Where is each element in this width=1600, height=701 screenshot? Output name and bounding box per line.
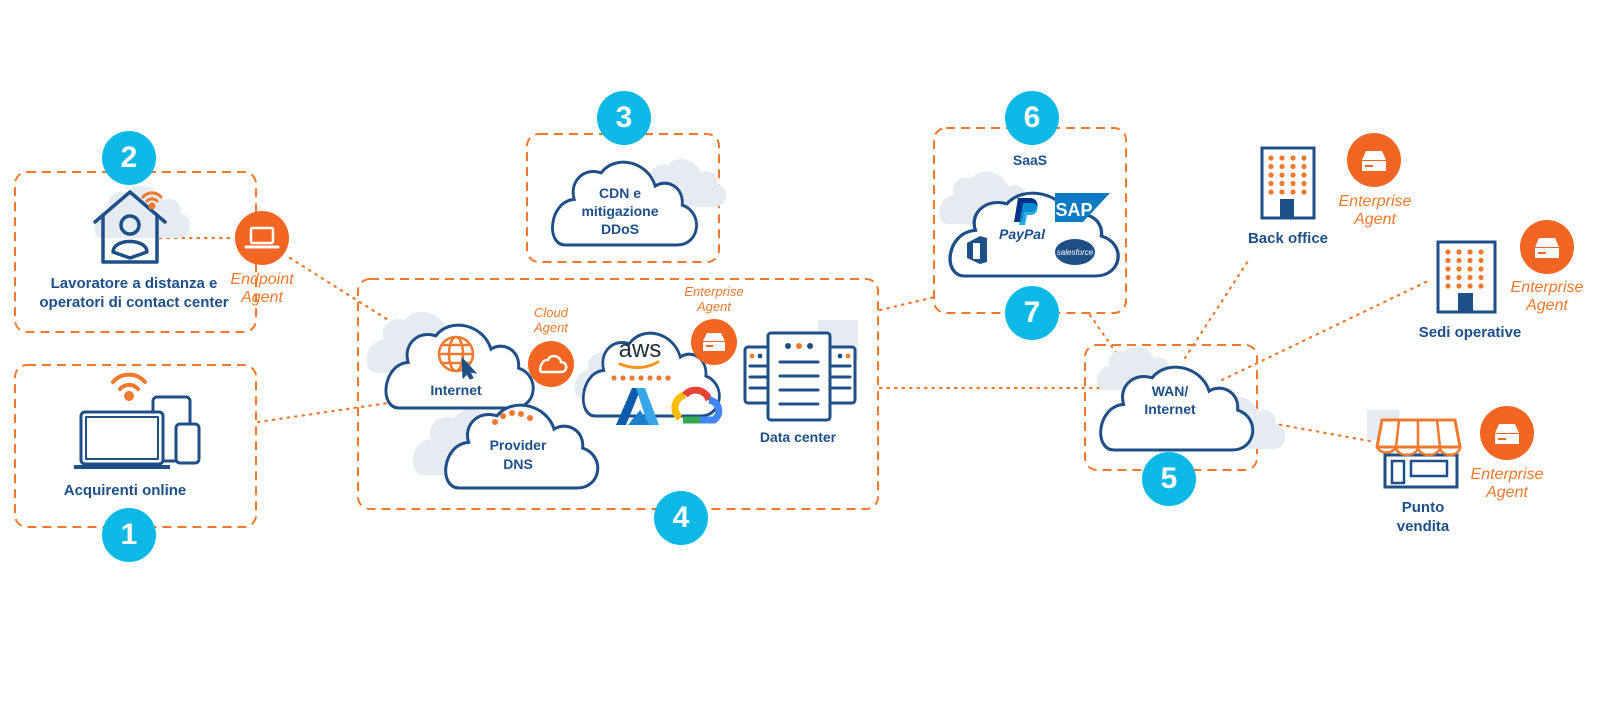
label-back-office: Back office — [1247, 230, 1329, 247]
wifi-icon — [111, 372, 147, 401]
window-dot — [1268, 180, 1274, 187]
label-remote-worker: Lavoratore a distanza e operatori di con… — [39, 275, 229, 311]
window-dot — [1445, 257, 1451, 264]
endpoint-agent-icon — [235, 211, 289, 265]
connector-wan-sedi — [1220, 278, 1432, 382]
window-dot — [1279, 163, 1285, 170]
enterprise-agent-icon — [1520, 220, 1574, 274]
window-dot — [1445, 266, 1451, 272]
window-dot — [1268, 172, 1274, 178]
window-dot — [1478, 249, 1484, 255]
wifi-icon — [141, 191, 163, 210]
badge-3: 3 — [597, 91, 651, 145]
window-dot — [1279, 189, 1285, 195]
sedi-building-icon — [1436, 240, 1497, 314]
window-dot — [1478, 257, 1484, 264]
group-box-4 — [357, 278, 879, 510]
window-dot — [1456, 266, 1462, 272]
label-dns-provider: Provider DNS — [489, 437, 547, 472]
shop-icon — [1375, 418, 1462, 489]
office-logo-icon — [967, 236, 987, 264]
window-dot — [1290, 163, 1296, 170]
window-dot — [1301, 172, 1307, 178]
label-enterprise-agent-back-office: Enterprise Agent — [1338, 193, 1412, 228]
connector-wan-backoffice — [1183, 256, 1252, 360]
home-worker-icon — [93, 190, 167, 264]
window-dot — [1456, 283, 1462, 289]
label-enterprise-agent-sedi: Enterprise Agent — [1510, 279, 1584, 314]
window-dot — [1268, 163, 1274, 170]
window-dot — [1445, 283, 1451, 289]
badge-1: 1 — [102, 508, 156, 562]
window-dot — [1290, 189, 1296, 195]
label-online-shoppers: Acquirenti online — [63, 482, 187, 499]
window-dot — [1279, 155, 1285, 161]
dots-divider — [611, 375, 671, 381]
azure-logo-icon — [616, 388, 659, 425]
badge-2: 2 — [102, 131, 156, 185]
window-dot — [1301, 155, 1307, 161]
devices-icon — [74, 395, 201, 469]
window-dot — [1279, 180, 1285, 187]
window-dot — [1467, 249, 1473, 255]
window-dot — [1279, 172, 1285, 178]
label-sedi-operative: Sedi operative — [1418, 324, 1522, 341]
label-cdn-ddos: CDN e mitigazione DDoS — [581, 185, 659, 237]
window-dot — [1301, 189, 1307, 195]
paypal-wordmark: PayPal — [999, 226, 1046, 242]
svg-text:salesforce: salesforce — [1057, 248, 1094, 257]
badge-6: 6 — [1005, 91, 1059, 145]
label-data-center: Data center — [759, 429, 837, 445]
globe-cursor-icon — [437, 335, 478, 380]
window-dot — [1478, 283, 1484, 289]
badge-7: 7 — [1005, 286, 1059, 340]
badge-5: 5 — [1142, 452, 1196, 506]
window-dot — [1467, 266, 1473, 272]
window-dot — [1467, 274, 1473, 281]
window-dot — [1456, 274, 1462, 281]
label-punto-vendita: Punto vendita — [1396, 499, 1450, 535]
connector-shoppers-internet — [256, 400, 397, 424]
cloud-agent-icon — [528, 341, 574, 387]
window-dot — [1456, 249, 1462, 255]
window-dot — [1301, 180, 1307, 187]
server-rack-icon — [743, 331, 857, 422]
label-wan-internet: WAN/ Internet — [1144, 383, 1196, 417]
label-saas: SaaS — [1012, 152, 1048, 168]
window-dot — [1290, 172, 1296, 178]
window-dot — [1478, 274, 1484, 281]
sap-logo-icon: SAP — [1055, 193, 1110, 222]
window-dot — [1290, 155, 1296, 161]
connector-box4-saas — [878, 295, 937, 312]
window-dot — [1290, 180, 1296, 187]
back-office-building-icon — [1260, 146, 1316, 220]
aws-smile-icon — [618, 360, 660, 369]
label-cloud-agent: Cloud Agent — [534, 305, 568, 335]
label-internet: Internet — [430, 382, 482, 398]
window-dot — [1445, 274, 1451, 281]
label-enterprise-agent-dc: Enterprise Agent — [684, 284, 744, 314]
paypal-logo-icon — [1014, 198, 1038, 225]
google-cloud-logo-icon — [671, 386, 723, 424]
label-endpoint-agent: Endpoint Agent — [230, 271, 294, 306]
window-dot — [1456, 257, 1462, 264]
window-dot — [1268, 189, 1274, 195]
window-dot — [1467, 283, 1473, 289]
label-enterprise-agent-punto: Enterprise Agent — [1470, 466, 1544, 501]
window-dot — [1467, 257, 1473, 264]
window-dot — [1445, 249, 1451, 255]
enterprise-agent-icon — [1347, 133, 1401, 187]
badge-4: 4 — [654, 491, 708, 545]
dns-dots-icon — [492, 410, 533, 425]
window-dot — [1268, 155, 1274, 161]
svg-text:SAP: SAP — [1055, 200, 1092, 220]
enterprise-agent-icon — [691, 319, 737, 365]
window-dot — [1478, 266, 1484, 272]
enterprise-agent-icon — [1480, 406, 1534, 460]
salesforce-logo-icon: salesforce — [1055, 239, 1095, 265]
window-dot — [1301, 163, 1307, 170]
aws-logo: aws — [619, 336, 662, 363]
